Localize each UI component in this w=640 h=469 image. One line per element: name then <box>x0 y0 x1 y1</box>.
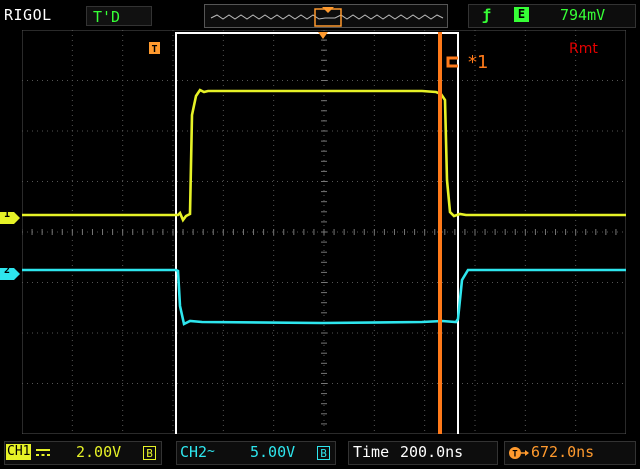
rising-edge-icon: ƒ <box>482 6 492 24</box>
ch1-waveform <box>22 88 626 223</box>
cursor-label: *1 <box>468 52 489 73</box>
ch2-settings[interactable] <box>176 441 336 465</box>
ch2-name: CH2 <box>180 443 208 461</box>
memory-map <box>204 4 448 28</box>
waveform-display[interactable]: T <box>22 30 626 434</box>
ch1-ground-marker[interactable]: 1 <box>0 209 20 224</box>
trigger-marker-label: T <box>151 44 157 55</box>
ch1-name: CH1 <box>6 444 32 460</box>
trigger-offset: 672.0ns <box>531 443 595 461</box>
time-label: Time <box>353 443 390 461</box>
time-scale: 200.0ns <box>400 443 464 461</box>
brand-logo: RIGOL <box>4 6 52 24</box>
ac-coupling-icon: ~ <box>207 444 215 459</box>
ch1-marker-icon <box>0 212 20 224</box>
remote-indicator: Rmt <box>569 41 598 57</box>
svg-text:T: T <box>512 450 518 460</box>
trigger-marker-icon <box>149 42 160 54</box>
trigger-level: 794mV <box>560 6 606 24</box>
ch2-bw-limit: B <box>317 446 330 460</box>
timebase-settings[interactable] <box>348 441 498 465</box>
trigger-offset-settings[interactable] <box>504 441 636 465</box>
trigger-position-icon <box>318 32 328 39</box>
ch2-ground-marker[interactable]: 2 <box>0 265 20 280</box>
ch2-marker-label: 2 <box>3 265 11 276</box>
trigger-status: T'D <box>86 6 152 26</box>
ch2-waveform <box>22 268 626 326</box>
ch2-scale: 5.00V <box>250 443 296 461</box>
trigger-source: E <box>514 7 529 22</box>
memory-map-waveform-icon <box>210 7 444 27</box>
trigger-panel <box>468 4 636 28</box>
trigger-offset-icon: T <box>509 447 529 460</box>
cursor-arrow-icon <box>446 56 458 68</box>
dc-coupling-icon <box>36 449 50 456</box>
ch1-bw-limit: B <box>143 446 156 460</box>
ch2-marker-icon <box>0 268 20 280</box>
ch1-scale: 2.00V <box>76 443 122 461</box>
ch1-marker-label: 1 <box>3 209 11 220</box>
